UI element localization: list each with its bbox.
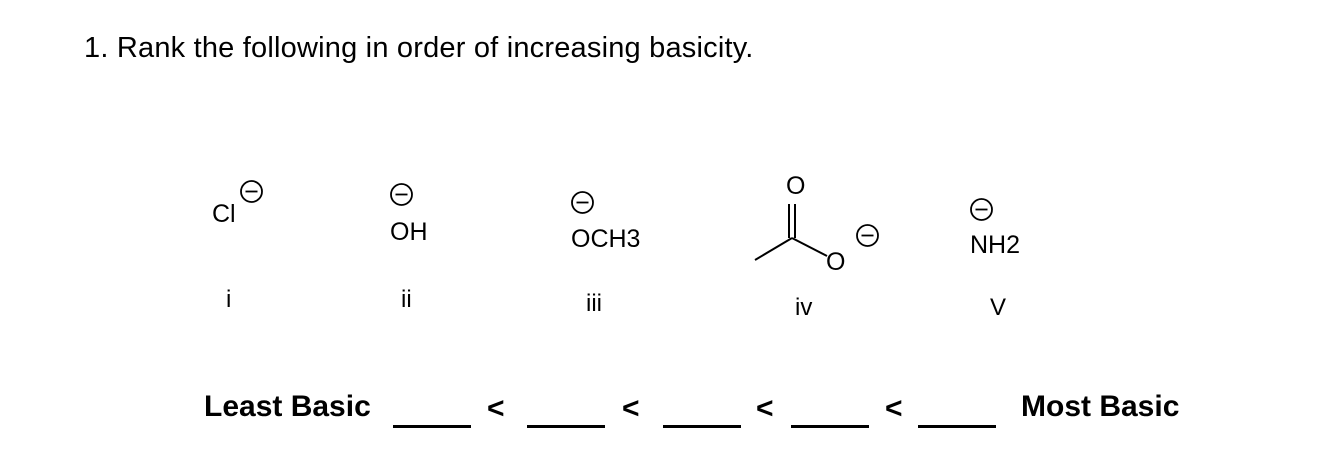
molecule-label-ii: ii <box>401 286 412 313</box>
least-basic-label: Least Basic <box>204 390 371 423</box>
negative-charge-icon <box>390 183 413 206</box>
molecule-label-iii: iii <box>586 290 602 317</box>
negative-charge-icon <box>856 224 879 247</box>
acetate-skeleton <box>754 204 828 261</box>
negative-charge-icon <box>571 191 594 214</box>
answer-blank-3[interactable] <box>663 425 741 428</box>
negative-charge-icon <box>240 180 263 203</box>
carboxylate-oxygen: O <box>826 248 846 276</box>
molecule-label-i: i <box>226 286 232 313</box>
less-than-sign: < <box>756 392 774 425</box>
methoxide-formula: OCH3 <box>571 225 641 253</box>
answer-blank-5[interactable] <box>918 425 996 428</box>
answer-blank-2[interactable] <box>527 425 605 428</box>
less-than-sign: < <box>885 392 903 425</box>
most-basic-label: Most Basic <box>1021 390 1180 423</box>
carbonyl-oxygen: O <box>786 172 806 200</box>
amide-formula: NH2 <box>970 231 1021 259</box>
answer-blank-4[interactable] <box>791 425 869 428</box>
negative-charge-icon <box>970 198 993 221</box>
less-than-sign: < <box>622 392 640 425</box>
question-text: 1. Rank the following in order of increa… <box>84 32 754 64</box>
molecule-label-v: V <box>990 294 1007 321</box>
less-than-sign: < <box>487 392 505 425</box>
molecule-label-iv: iv <box>795 294 813 321</box>
chloride-formula: Cl <box>212 200 236 228</box>
answer-blank-1[interactable] <box>393 425 471 428</box>
hydroxide-formula: OH <box>390 218 428 246</box>
